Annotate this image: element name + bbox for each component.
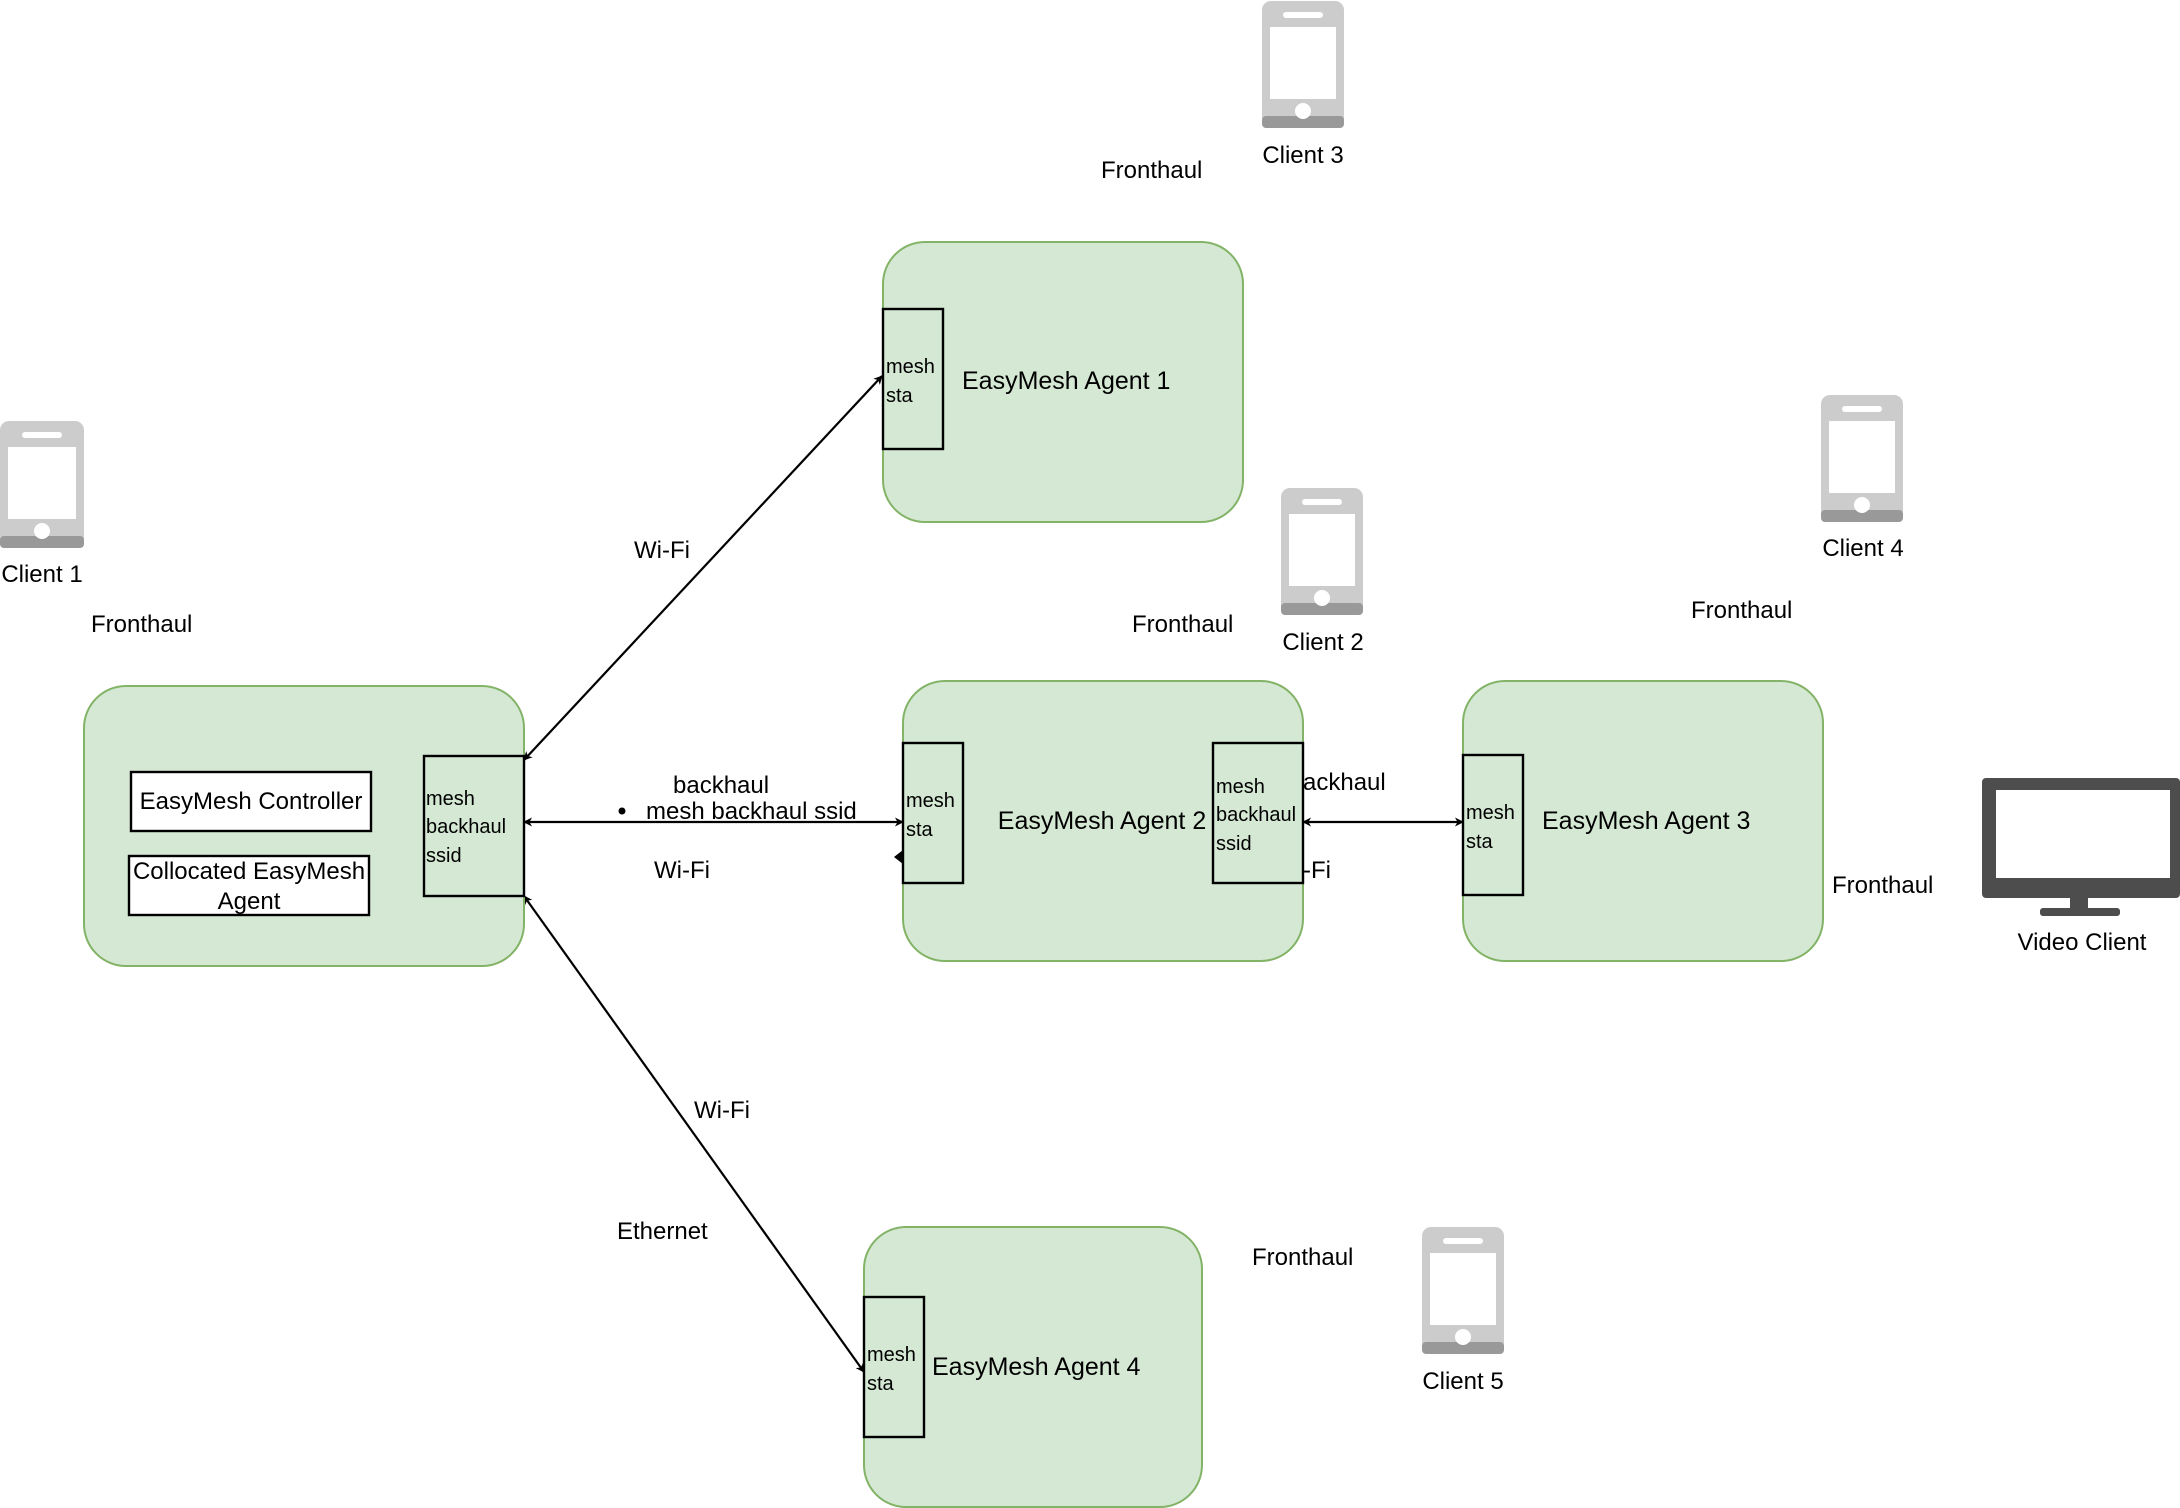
agent2-left-port-line1: mesh (906, 790, 955, 812)
controller-label: EasyMesh Controller (140, 788, 363, 815)
client1-phone-icon (0, 421, 84, 548)
fronthaul-label-client3: Fronthaul (1101, 157, 1202, 184)
agent1-node: mesh sta EasyMesh Agent 1 (881, 241, 1244, 523)
client2-phone-icon (1281, 488, 1363, 615)
client3-phone-icon (1262, 1, 1344, 128)
controller-node: EasyMesh Controller Collocated EasyMesh … (83, 685, 526, 967)
collocated-agent-label: Collocated EasyMesh (133, 858, 365, 885)
client4-label: Client 4 (1822, 535, 1903, 562)
agent1-port-line2: sta (886, 385, 914, 407)
link-controller-agent1 (523, 375, 883, 761)
controller-port-line2: backhaul (426, 816, 506, 838)
client2-label: Client 2 (1282, 629, 1363, 656)
fronthaul-label-client5: Fronthaul (1252, 1244, 1353, 1271)
agent2-left-port-line2: sta (906, 819, 934, 841)
client3-label: Client 3 (1262, 142, 1343, 169)
agent4-port-line1: mesh (867, 1344, 916, 1366)
link-label-mesh-backhaul-ssid: mesh backhaul ssid (646, 798, 857, 825)
link-label-wifi-agent1: Wi-Fi (634, 537, 690, 564)
collocated-agent-label-line2: Agent (218, 888, 281, 915)
fronthaul-label-client1: Fronthaul (91, 611, 192, 638)
fronthaul-label-client2: Fronthaul (1132, 611, 1233, 638)
agent4-node: mesh sta EasyMesh Agent 4 (862, 1226, 1203, 1508)
client1-label: Client 1 (1, 561, 82, 588)
link-label-wifi-agent3: -Fi (1303, 857, 1331, 884)
small-arrowhead-icon (894, 850, 903, 864)
agent3-mesh-port (1461, 753, 1525, 897)
agent2-right-port-line3: ssid (1216, 833, 1252, 855)
agent4-port-line2: sta (867, 1373, 895, 1395)
fronthaul-label-video: Fronthaul (1832, 872, 1933, 899)
agent3-port-line1: mesh (1466, 802, 1515, 824)
agent3-port-line2: sta (1466, 831, 1494, 853)
agent2-node: mesh sta mesh backhaul ssid EasyMesh Age… (901, 680, 1305, 962)
agent3-label: EasyMesh Agent 3 (1542, 807, 1750, 835)
controller-mesh-port (422, 754, 526, 898)
agent4-mesh-port (862, 1295, 926, 1439)
collocated-agent-box (127, 854, 371, 917)
agent1-port-line1: mesh (886, 356, 935, 378)
link-label-wifi-agent2: Wi-Fi (654, 857, 710, 884)
controller-port-line1: mesh (426, 788, 475, 810)
link-label-wifi-agent4: Wi-Fi (694, 1097, 750, 1124)
link-label-ethernet: Ethernet (617, 1218, 708, 1245)
agent2-label: EasyMesh Agent 2 (998, 807, 1206, 835)
video-client-label: Video Client (2018, 929, 2147, 956)
client5-label: Client 5 (1422, 1368, 1503, 1395)
agent4-label: EasyMesh Agent 4 (932, 1353, 1141, 1381)
link-controller-agent4 (523, 895, 865, 1373)
video-client-monitor-icon (1982, 778, 2180, 916)
client4-phone-icon (1821, 395, 1903, 522)
link-label-backhaul-agent3: ackhaul (1303, 769, 1386, 796)
agent3-node: mesh sta EasyMesh Agent 3 (1461, 680, 1824, 962)
controller-port-line3: ssid (426, 845, 462, 867)
agent1-mesh-port (881, 307, 945, 451)
agent2-mesh-backhaul-port (1211, 741, 1305, 885)
controller-label-box (129, 770, 373, 833)
agent2-right-port-line1: mesh (1216, 776, 1265, 798)
link-label-backhaul: backhaul (673, 772, 769, 799)
agent2-mesh-sta-port (901, 741, 965, 885)
fronthaul-label-client4: Fronthaul (1691, 597, 1792, 624)
client5-phone-icon (1422, 1227, 1504, 1354)
bullet-icon (618, 807, 626, 815)
agent2-right-port-line2: backhaul (1216, 804, 1296, 826)
agent1-label: EasyMesh Agent 1 (962, 367, 1170, 395)
